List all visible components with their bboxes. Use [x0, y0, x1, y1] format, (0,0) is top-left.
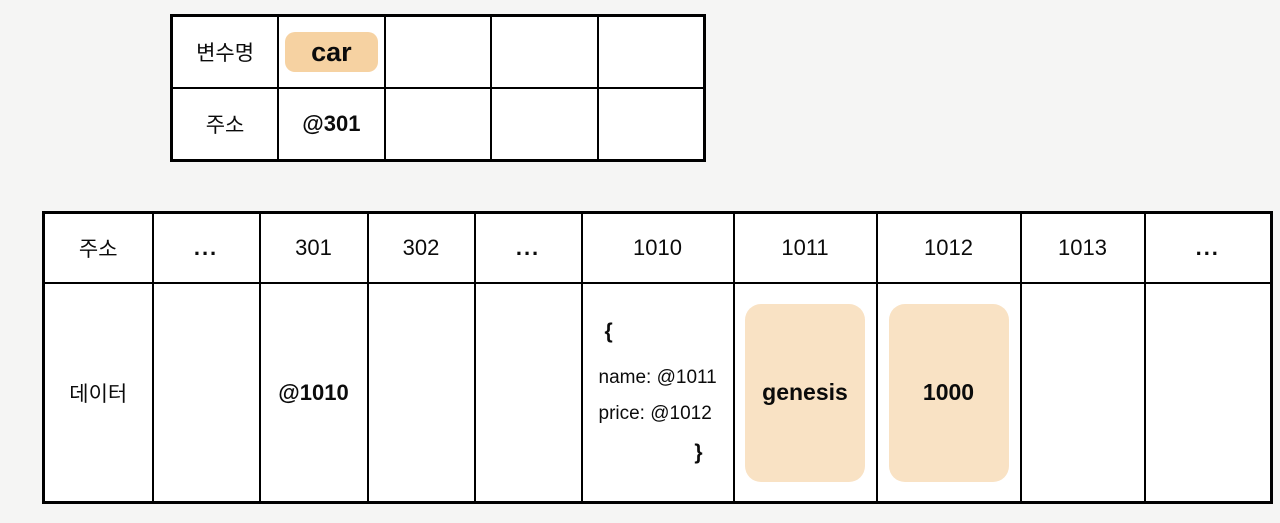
empty-cell — [490, 87, 599, 162]
address-ellipsis-cell: ... — [1143, 211, 1273, 284]
variable-name-cell: car — [277, 14, 386, 89]
memory-data-row: 데이터 @1010 { name: @1011 price: @1012 } g… — [42, 282, 1273, 504]
address-ellipsis-cell: ... — [151, 211, 261, 284]
empty-cell — [473, 282, 583, 504]
empty-cell — [490, 14, 599, 89]
memory-table: 주소 ... 301 302 ... 1010 1011 1012 1013 .… — [42, 211, 1273, 504]
empty-cell — [596, 14, 706, 89]
empty-cell — [151, 282, 261, 504]
address-cell-302: 302 — [366, 211, 476, 284]
empty-cell — [383, 87, 493, 162]
pointer-value-cell: @1010 — [258, 282, 369, 504]
variable-name-highlight: car — [285, 31, 378, 73]
variable-name-row-label: 변수명 — [170, 14, 280, 89]
variable-address-row-label: 주소 — [170, 87, 280, 162]
object-property-price: price: @1012 — [598, 402, 712, 424]
empty-cell — [1143, 282, 1273, 504]
name-value-cell: genesis — [732, 282, 878, 504]
address-cell-1010: 1010 — [580, 211, 735, 284]
price-value-cell: 1000 — [875, 282, 1022, 504]
name-value-highlight: genesis — [745, 303, 865, 482]
object-literal-cell: { name: @1011 price: @1012 } — [580, 282, 735, 504]
variable-name-row: 변수명 car — [170, 14, 706, 89]
empty-cell — [596, 87, 706, 162]
object-literal: { name: @1011 price: @1012 } — [584, 285, 732, 501]
variable-address-cell: @301 — [277, 87, 386, 162]
empty-cell — [366, 282, 476, 504]
object-close-brace: } — [694, 441, 703, 465]
empty-cell — [383, 14, 493, 89]
price-value-highlight: 1000 — [888, 303, 1009, 482]
memory-address-row-label: 주소 — [42, 211, 154, 284]
address-cell-1012: 1012 — [875, 211, 1022, 284]
empty-cell — [1019, 282, 1146, 504]
variable-address-row: 주소 @301 — [170, 87, 706, 162]
object-property-name: name: @1011 — [598, 366, 717, 388]
address-ellipsis-cell: ... — [473, 211, 583, 284]
memory-address-row: 주소 ... 301 302 ... 1010 1011 1012 1013 .… — [42, 211, 1273, 284]
address-cell-301: 301 — [258, 211, 369, 284]
object-open-brace: { — [604, 319, 613, 343]
variable-table: 변수명 car 주소 @301 — [170, 14, 706, 162]
address-cell-1011: 1011 — [732, 211, 878, 284]
address-cell-1013: 1013 — [1019, 211, 1146, 284]
memory-data-row-label: 데이터 — [42, 282, 154, 504]
